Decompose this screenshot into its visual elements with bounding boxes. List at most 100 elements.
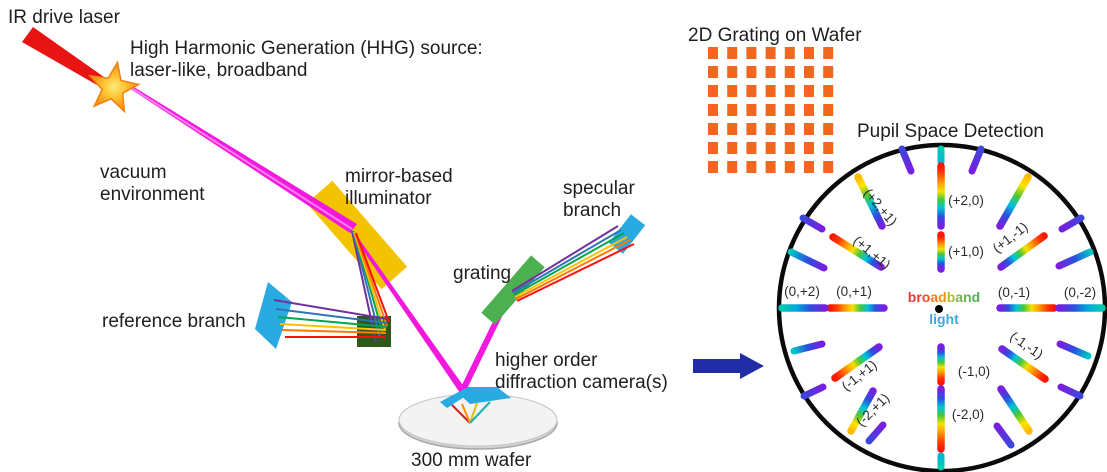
label-hhg-line2: laser-like, broadband [130, 60, 307, 81]
grating-grid-cell [804, 47, 814, 59]
grating-grid-cell [804, 142, 814, 154]
grating-grid-cell [727, 66, 738, 78]
grating-grid-cell [708, 66, 718, 78]
pupil-streak-stub-e20l [1056, 340, 1092, 360]
label-specular-line1: specular [563, 178, 635, 199]
pupil-streak-p1-m1 [997, 232, 1048, 271]
pupil-streak-p1-p1 [829, 233, 885, 271]
pupil-streak-m1-m1 [998, 345, 1049, 383]
label-wafer: 300 mm wafer [411, 450, 532, 471]
pupil-streak-m2-p1 [847, 387, 877, 435]
grating-grid-cell [784, 123, 795, 135]
dispersed-ray [516, 243, 635, 302]
grating-grid-cell [708, 85, 718, 97]
pupil-streak-p2-m1 [996, 173, 1032, 230]
pupil-streak-stub-n76l [898, 145, 915, 175]
grating-grid-cell [746, 47, 757, 59]
grating-grid-cell [708, 47, 718, 59]
grating-grid-cell [708, 123, 718, 135]
pupil-streak-m2-m1 [997, 385, 1033, 435]
pupil-streak-stub-s62r [993, 422, 1015, 449]
pupil-streak-m1-p1 [831, 343, 883, 382]
reference-mirror [255, 282, 292, 349]
grating-grid-cell [708, 142, 718, 154]
pupil-label-(-2,0): (-2,0) [952, 407, 984, 422]
label-grating: grating [453, 263, 511, 284]
dispersed-ray [354, 232, 388, 327]
grating-grid-cell [784, 47, 795, 59]
title-2d-grating: 2D Grating on Wafer [688, 25, 862, 46]
beam-illuminator-to-wafer [347, 227, 467, 393]
grating-grid-cell [727, 123, 738, 135]
wafer-ray [461, 403, 471, 424]
diffraction-camera-wedge-right [458, 387, 511, 404]
grating-grid-cell [804, 123, 814, 135]
grating-grid-cell [784, 142, 795, 154]
dispersed-ray [281, 329, 387, 334]
grating-grid-cell [765, 161, 776, 173]
pupil-label-(0,-1): (0,-1) [998, 285, 1030, 300]
grating-grid-cell [765, 66, 776, 78]
specular-mirror [608, 214, 646, 254]
grating-grid-cell [804, 85, 814, 97]
dispersed-ray [511, 225, 619, 292]
label-hhg-line1: High Harmonic Generation (HHG) source: [130, 38, 483, 59]
pupil-center-dot [935, 305, 943, 313]
dispersed-ray [351, 230, 377, 343]
broadband-text: broadband [908, 289, 980, 305]
grating-grid-cell [804, 66, 814, 78]
grating-grid-cell [727, 47, 738, 59]
dispersed-ray [353, 231, 386, 331]
grating-grid-cell [784, 161, 795, 173]
dispersed-ray [277, 316, 388, 328]
hhg-source-star [88, 60, 141, 114]
dispersed-ray [515, 239, 631, 300]
grating-grid-cell [823, 85, 834, 97]
grating-grid-cell [823, 66, 834, 78]
wafer-ray [451, 404, 471, 424]
pupil-label-(0,+2): (0,+2) [784, 284, 820, 299]
grating-grid-cell [784, 104, 795, 116]
grating-grid-cell [804, 161, 814, 173]
pupil-streak-stub-w33u [799, 214, 826, 233]
beam-highlight [129, 86, 353, 230]
pupil-streak-stub-n76r [968, 145, 985, 175]
grating-grid-cell [823, 123, 834, 135]
dispersed-ray [355, 232, 390, 323]
grating-grid-cell [727, 142, 738, 154]
grating-grid-cell [784, 85, 795, 97]
pupil-label-(-1,0): (-1,0) [958, 364, 990, 379]
pupil-streak-stub-e20u [1055, 248, 1094, 270]
light-text: light [929, 311, 959, 327]
wafer-ray [469, 402, 478, 424]
grating-grid-cell [823, 47, 834, 59]
grating-grid-cell [765, 85, 776, 97]
grating-grid-cell [823, 161, 834, 173]
grating-grid-cell [804, 104, 814, 116]
pupil-streak-stub-w20u [787, 248, 828, 272]
label-vacuum-line1: vacuum [100, 162, 167, 183]
wafer-ray [469, 401, 491, 424]
grating-grid-cell [727, 85, 738, 97]
dispersed-ray [273, 299, 388, 320]
grating-grid-cell [746, 66, 757, 78]
label-camera-line2: diffraction camera(s) [495, 372, 668, 393]
pupil-label-(+1,0): (+1,0) [948, 244, 984, 259]
pupil-streak-stub-w20l [790, 340, 826, 355]
dispersed-ray [512, 229, 622, 294]
grating-grid-cell [727, 104, 738, 116]
grating-grid-cell [746, 104, 757, 116]
dispersed-beams [273, 225, 635, 343]
dispersed-ray [275, 308, 388, 324]
label-ir-drive-laser: IR drive laser [8, 7, 121, 28]
grating-grid-cell [823, 142, 834, 154]
label-vacuum-line2: environment [100, 184, 205, 205]
label-camera-line1: higher order [495, 350, 598, 371]
dispersed-ray [352, 230, 381, 339]
grating-grid-cell [746, 142, 757, 154]
pupil-streak-stub-e33u [1058, 214, 1085, 233]
title-pupil-space: Pupil Space Detection [857, 121, 1044, 142]
grating-grid-cell [746, 161, 757, 173]
arrow-to-pupil [693, 353, 764, 379]
